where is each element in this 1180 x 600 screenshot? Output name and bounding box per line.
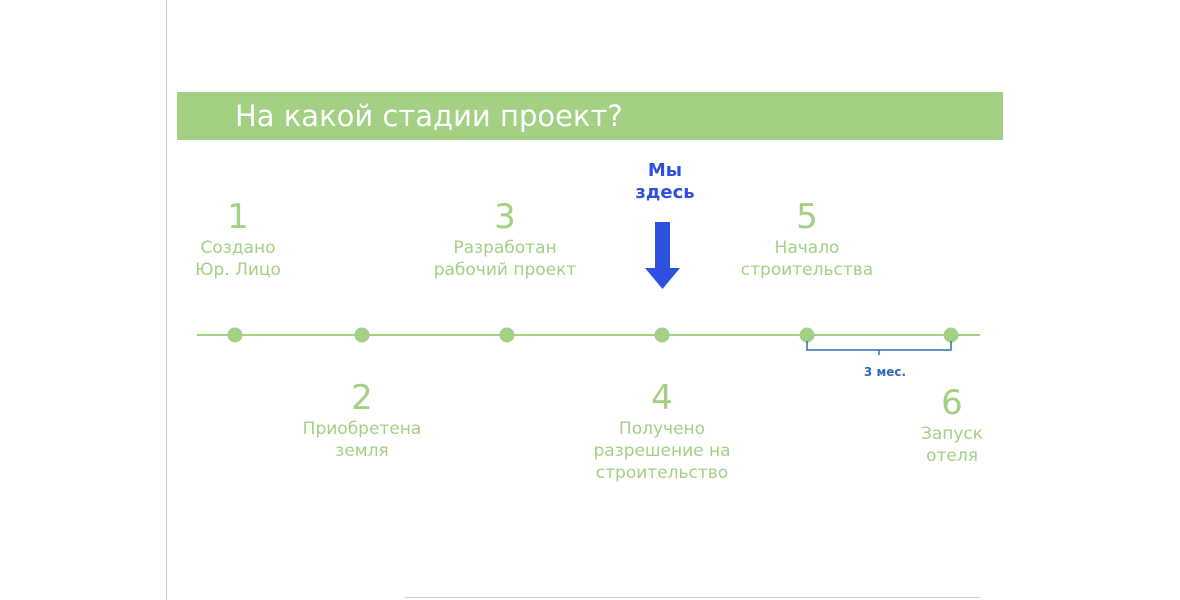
stage-5-label: 5 Начало строительства bbox=[741, 197, 873, 281]
stage-4-line3: строительство bbox=[595, 463, 729, 483]
stage-4-number: 4 bbox=[651, 378, 673, 418]
stage-5-line2: строительства bbox=[740, 260, 874, 280]
stage-3-number: 3 bbox=[494, 197, 516, 237]
we-are-here-label: Мы здесь bbox=[635, 160, 694, 204]
duration-bracket bbox=[806, 341, 952, 355]
stage-4-label: 4 Получено разрешение на строительство bbox=[593, 378, 730, 484]
stage-1-line1: Создано bbox=[200, 238, 276, 258]
stage-2-line1: Приобретена bbox=[302, 419, 422, 439]
timeline-dot-3 bbox=[499, 327, 515, 343]
slide-left-edge bbox=[166, 0, 167, 600]
stage-2-number: 2 bbox=[351, 378, 373, 418]
timeline-dot-6 bbox=[943, 327, 959, 343]
timeline-dot-4 bbox=[654, 327, 670, 343]
stage-6-number: 6 bbox=[941, 383, 963, 423]
stage-4-line2: разрешение на bbox=[593, 441, 731, 461]
stage-2-label: 2 Приобретена земля bbox=[303, 378, 422, 462]
we-are-here-line1: Мы bbox=[647, 160, 683, 181]
we-are-here-line2: здесь bbox=[635, 182, 695, 203]
slide-bottom-edge bbox=[405, 597, 980, 598]
stage-3-line2: рабочий проект bbox=[433, 260, 577, 280]
stage-3-label: 3 Разработан рабочий проект bbox=[434, 197, 577, 281]
stage-5-number: 5 bbox=[796, 197, 818, 237]
stage-5-line1: Начало bbox=[774, 238, 840, 258]
timeline-dot-5 bbox=[799, 327, 815, 343]
title-bar: На какой стадии проект? bbox=[177, 92, 1003, 140]
timeline-dot-2 bbox=[354, 327, 370, 343]
stage-1-label: 1 Создано Юр. Лицо bbox=[195, 197, 281, 281]
timeline-dot-1 bbox=[227, 327, 243, 343]
stage-4-line1: Получено bbox=[618, 419, 706, 439]
down-arrow-icon bbox=[645, 222, 680, 289]
stage-6-line2: отеля bbox=[926, 446, 978, 466]
stage-1-number: 1 bbox=[227, 197, 249, 237]
stage-2-line2: земля bbox=[335, 441, 389, 461]
stage-1-line2: Юр. Лицо bbox=[195, 260, 281, 280]
duration-label: 3 мес. bbox=[863, 365, 907, 379]
stage-6-label: 6 Запуск отеля bbox=[921, 383, 983, 467]
page-title: На какой стадии проект? bbox=[235, 99, 623, 133]
stage-6-line1: Запуск bbox=[920, 424, 984, 444]
stage-3-line1: Разработан bbox=[453, 238, 557, 258]
